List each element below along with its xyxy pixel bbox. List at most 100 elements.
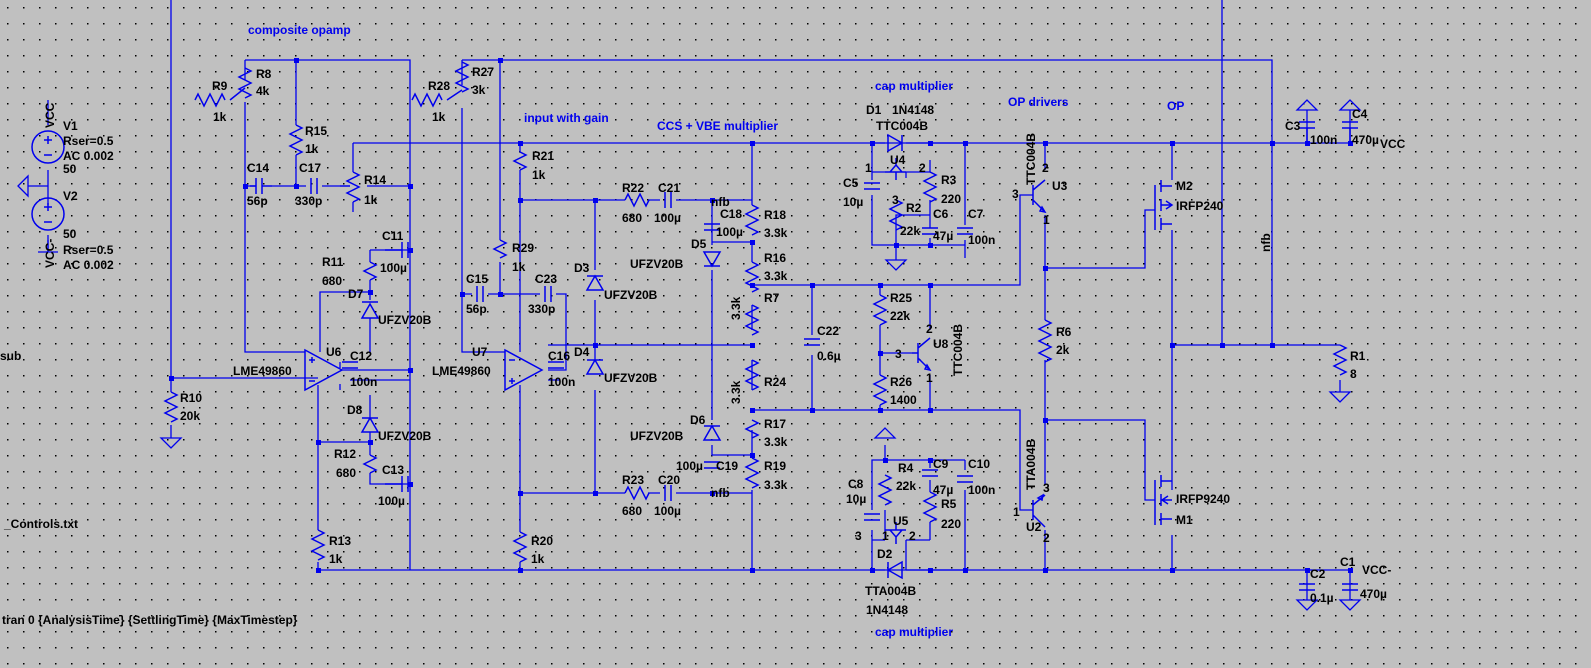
resistor-r20 bbox=[512, 531, 528, 563]
resistor-r29 bbox=[492, 239, 508, 259]
c21-value: 100µ bbox=[654, 211, 681, 225]
comment-labels: composite opamp input with gain CCS + VB… bbox=[248, 23, 1184, 639]
c2-value: 0.1µ bbox=[1310, 591, 1334, 605]
resistor-r16 bbox=[744, 261, 760, 293]
d7-value: UFZV20B bbox=[378, 313, 432, 327]
r20-value: 1k bbox=[531, 552, 545, 566]
v2-rser: Rser=0.5 bbox=[63, 243, 114, 257]
capacitor-c4 bbox=[1342, 121, 1358, 143]
wire bbox=[548, 344, 752, 381]
resistor-r6 bbox=[1037, 319, 1053, 363]
resistor-r15 bbox=[288, 124, 304, 156]
r6-name: R6 bbox=[1056, 325, 1072, 339]
diode-d5 bbox=[702, 251, 722, 268]
capacitor-c8 bbox=[864, 513, 880, 521]
junction-dot bbox=[316, 568, 321, 573]
capacitor-c17 bbox=[310, 178, 318, 194]
c15-value: 56p bbox=[466, 302, 487, 316]
mosfet-m1 bbox=[1154, 475, 1172, 525]
c8-name: C8 bbox=[848, 477, 864, 491]
r4-value: 22k bbox=[896, 479, 916, 493]
d7-name: D7 bbox=[348, 287, 364, 301]
u2-value: TTA004B bbox=[1024, 439, 1038, 490]
c18-name: C18 bbox=[720, 207, 742, 221]
r22-value: 680 bbox=[622, 211, 642, 225]
capacitor-c9 bbox=[922, 469, 938, 477]
d3-value: UFZV20B bbox=[604, 288, 658, 302]
net-vcc-neg-right: VCC- bbox=[1362, 563, 1391, 577]
c8-value: 10µ bbox=[846, 492, 866, 506]
m2-value: IRFP240 bbox=[1176, 199, 1224, 213]
capacitor-c14 bbox=[250, 178, 272, 194]
c9-value: 47µ bbox=[933, 483, 953, 497]
r7-name: R7 bbox=[764, 291, 780, 305]
u5-value: TTA004B bbox=[865, 584, 916, 598]
comment-input-with-gain: input with gain bbox=[524, 111, 609, 125]
u4-value: TTC004B bbox=[876, 119, 928, 133]
junction-dot bbox=[883, 458, 888, 463]
u3-name: U3 bbox=[1052, 179, 1068, 193]
u3-value: TTC004B bbox=[1024, 133, 1038, 185]
r16-name: R16 bbox=[764, 251, 786, 265]
r13-name: R13 bbox=[329, 534, 351, 548]
transistor-u2 bbox=[1032, 493, 1046, 528]
ground-symbol bbox=[1328, 380, 1352, 403]
u8-pin-2: 2 bbox=[926, 322, 933, 336]
r18-value: 3.3k bbox=[764, 226, 788, 240]
r15-name: R15 bbox=[305, 124, 327, 138]
capacitor-c7 bbox=[957, 227, 973, 235]
junction-dot bbox=[878, 408, 883, 413]
junction-dot bbox=[1043, 141, 1048, 146]
grounds bbox=[17, 99, 1362, 611]
resistor-r8 bbox=[237, 67, 253, 99]
ground-symbol bbox=[38, 240, 58, 253]
u5-name: U5 bbox=[893, 514, 909, 528]
junction-dot bbox=[243, 184, 248, 189]
junction-dot bbox=[878, 283, 883, 288]
diode-d2 bbox=[886, 560, 903, 580]
transistor-bodies bbox=[885, 158, 1047, 544]
d1-name: D1 bbox=[866, 103, 882, 117]
junction-dot bbox=[498, 58, 503, 63]
u3-pin-1: 1 bbox=[1043, 213, 1050, 227]
u2-name: U2 bbox=[1026, 520, 1042, 534]
r23-name: R23 bbox=[622, 473, 644, 487]
c1-value: 470µ bbox=[1360, 587, 1387, 601]
junction-dot bbox=[928, 141, 933, 146]
junction-dot bbox=[928, 568, 933, 573]
c19-value: 100µ bbox=[676, 459, 703, 473]
comment-cap-multiplier-top: cap multiplier bbox=[875, 79, 953, 93]
d1-value: 1N4148 bbox=[892, 103, 934, 117]
capacitor-c2 bbox=[1299, 583, 1315, 591]
junction-dot bbox=[810, 283, 815, 288]
d5-name: D5 bbox=[691, 237, 707, 251]
d2-name: D2 bbox=[877, 547, 893, 561]
junction-dot bbox=[870, 141, 875, 146]
diode-d4 bbox=[585, 358, 605, 375]
r11-value: 680 bbox=[322, 274, 342, 288]
capacitor-c21 bbox=[664, 192, 672, 208]
junction-dot bbox=[408, 248, 413, 253]
resistor-r27 bbox=[454, 61, 470, 93]
capacitor-c15 bbox=[476, 286, 484, 302]
capacitor-c22 bbox=[804, 338, 820, 346]
u7-name: U7 bbox=[472, 345, 488, 359]
capacitor-c16 bbox=[548, 361, 564, 369]
ground-symbol bbox=[1295, 590, 1319, 611]
r25-name: R25 bbox=[890, 291, 912, 305]
junction-dot bbox=[1170, 141, 1175, 146]
capacitor-c6 bbox=[922, 227, 938, 235]
capacitor-c11 bbox=[385, 242, 409, 258]
r27-value: 3k bbox=[472, 83, 486, 97]
resistor-r5 bbox=[922, 491, 938, 523]
directive-sub: sub bbox=[0, 349, 21, 363]
v1-value: 50 bbox=[63, 162, 77, 176]
u5-pin-3: 3 bbox=[855, 529, 862, 543]
wire bbox=[905, 460, 931, 570]
wire bbox=[711, 200, 752, 456]
junction-dot bbox=[710, 198, 715, 203]
v1-rser: Rser=0.5 bbox=[63, 134, 114, 148]
r10-value: 20k bbox=[180, 409, 200, 423]
capacitor-c5 bbox=[864, 182, 880, 190]
ground-symbol bbox=[17, 174, 29, 198]
